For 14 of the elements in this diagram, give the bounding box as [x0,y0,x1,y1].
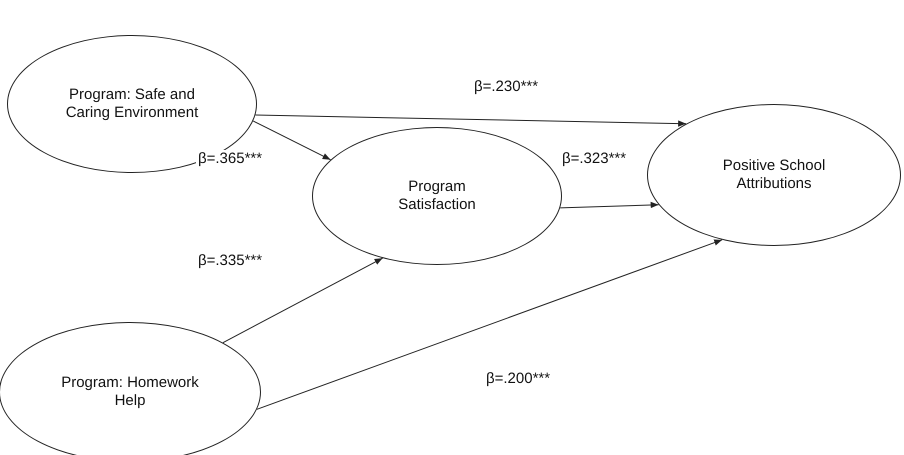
edge-label: β=.200*** [484,370,552,387]
node-label: Program: Safe and Caring Environment [64,86,200,122]
arrow [560,202,660,208]
arrow [252,120,332,160]
edge-label: β=.365*** [196,150,264,167]
arrow [254,114,687,127]
node-label: Program Satisfaction [397,178,477,214]
edge-label: β=.335*** [196,252,264,269]
edge-label: β=.323*** [560,150,628,167]
node-label: Positive School Attributions [722,157,826,193]
arrow [222,258,384,344]
node-label: Program: Homework Help [60,374,200,410]
edge-label: β=.230*** [472,78,540,95]
arrow [256,239,723,410]
